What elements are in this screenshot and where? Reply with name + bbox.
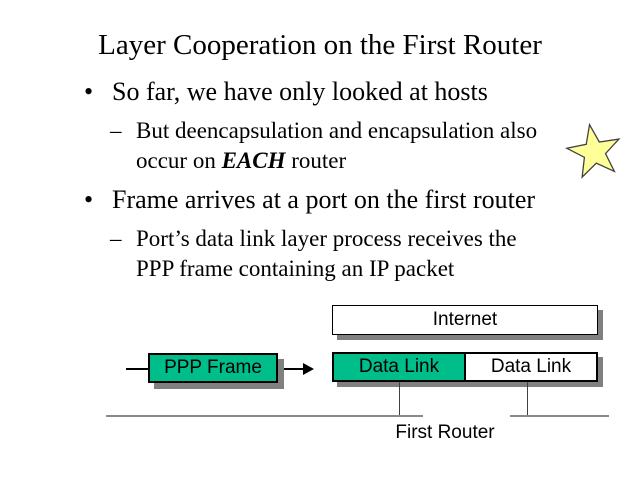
- slide-title: Layer Cooperation on the First Router: [98, 29, 542, 61]
- bullet-text-frame-arrives: Frame arrives at a port on the first rou…: [112, 185, 536, 214]
- dash-marker: –: [110, 226, 122, 251]
- data-link-right-label: Data Link: [490, 356, 572, 377]
- internet-label: Internet: [432, 309, 498, 330]
- arrow-shaft: [284, 368, 304, 370]
- ppp-frame-box: PPP Frame: [148, 353, 278, 383]
- subbullet-deencapsulation: But deencapsulation and encapsulation al…: [136, 116, 537, 176]
- dash-marker: –: [110, 118, 122, 143]
- subbullet-port-datalink: Port’s data link layer process receives …: [136, 224, 517, 284]
- subbullet-line1: Port’s data link layer process receives …: [136, 226, 517, 251]
- connector-right-vline: [527, 382, 528, 415]
- right-link-baseline: [510, 415, 609, 417]
- subbullet-line2-pre: occur on: [136, 148, 222, 173]
- subbullet-line1: But deencapsulation and encapsulation al…: [136, 118, 538, 143]
- bullet-marker: •: [84, 77, 94, 106]
- data-link-left-box: Data Link: [334, 354, 466, 380]
- bullet-text-hosts: So far, we have only looked at hosts: [112, 77, 488, 106]
- data-link-row: Data Link Data Link: [332, 352, 598, 382]
- incoming-link-line: [126, 368, 148, 370]
- subbullet-line2: PPP frame containing an IP packet: [136, 256, 455, 281]
- bullet-marker: •: [84, 185, 94, 214]
- internet-box: Internet: [332, 305, 598, 335]
- star-icon: [564, 122, 621, 179]
- each-emphasis: EACH: [221, 148, 286, 173]
- arrow-right-icon: [303, 363, 314, 375]
- data-link-right-box: Data Link: [466, 354, 596, 380]
- first-router-label: First Router: [395, 422, 495, 443]
- connector-left-vline: [399, 382, 400, 415]
- left-link-baseline: [106, 415, 423, 417]
- ppp-frame-label: PPP Frame: [164, 357, 262, 378]
- subbullet-line2-post: router: [285, 148, 347, 173]
- data-link-left-label: Data Link: [358, 356, 440, 377]
